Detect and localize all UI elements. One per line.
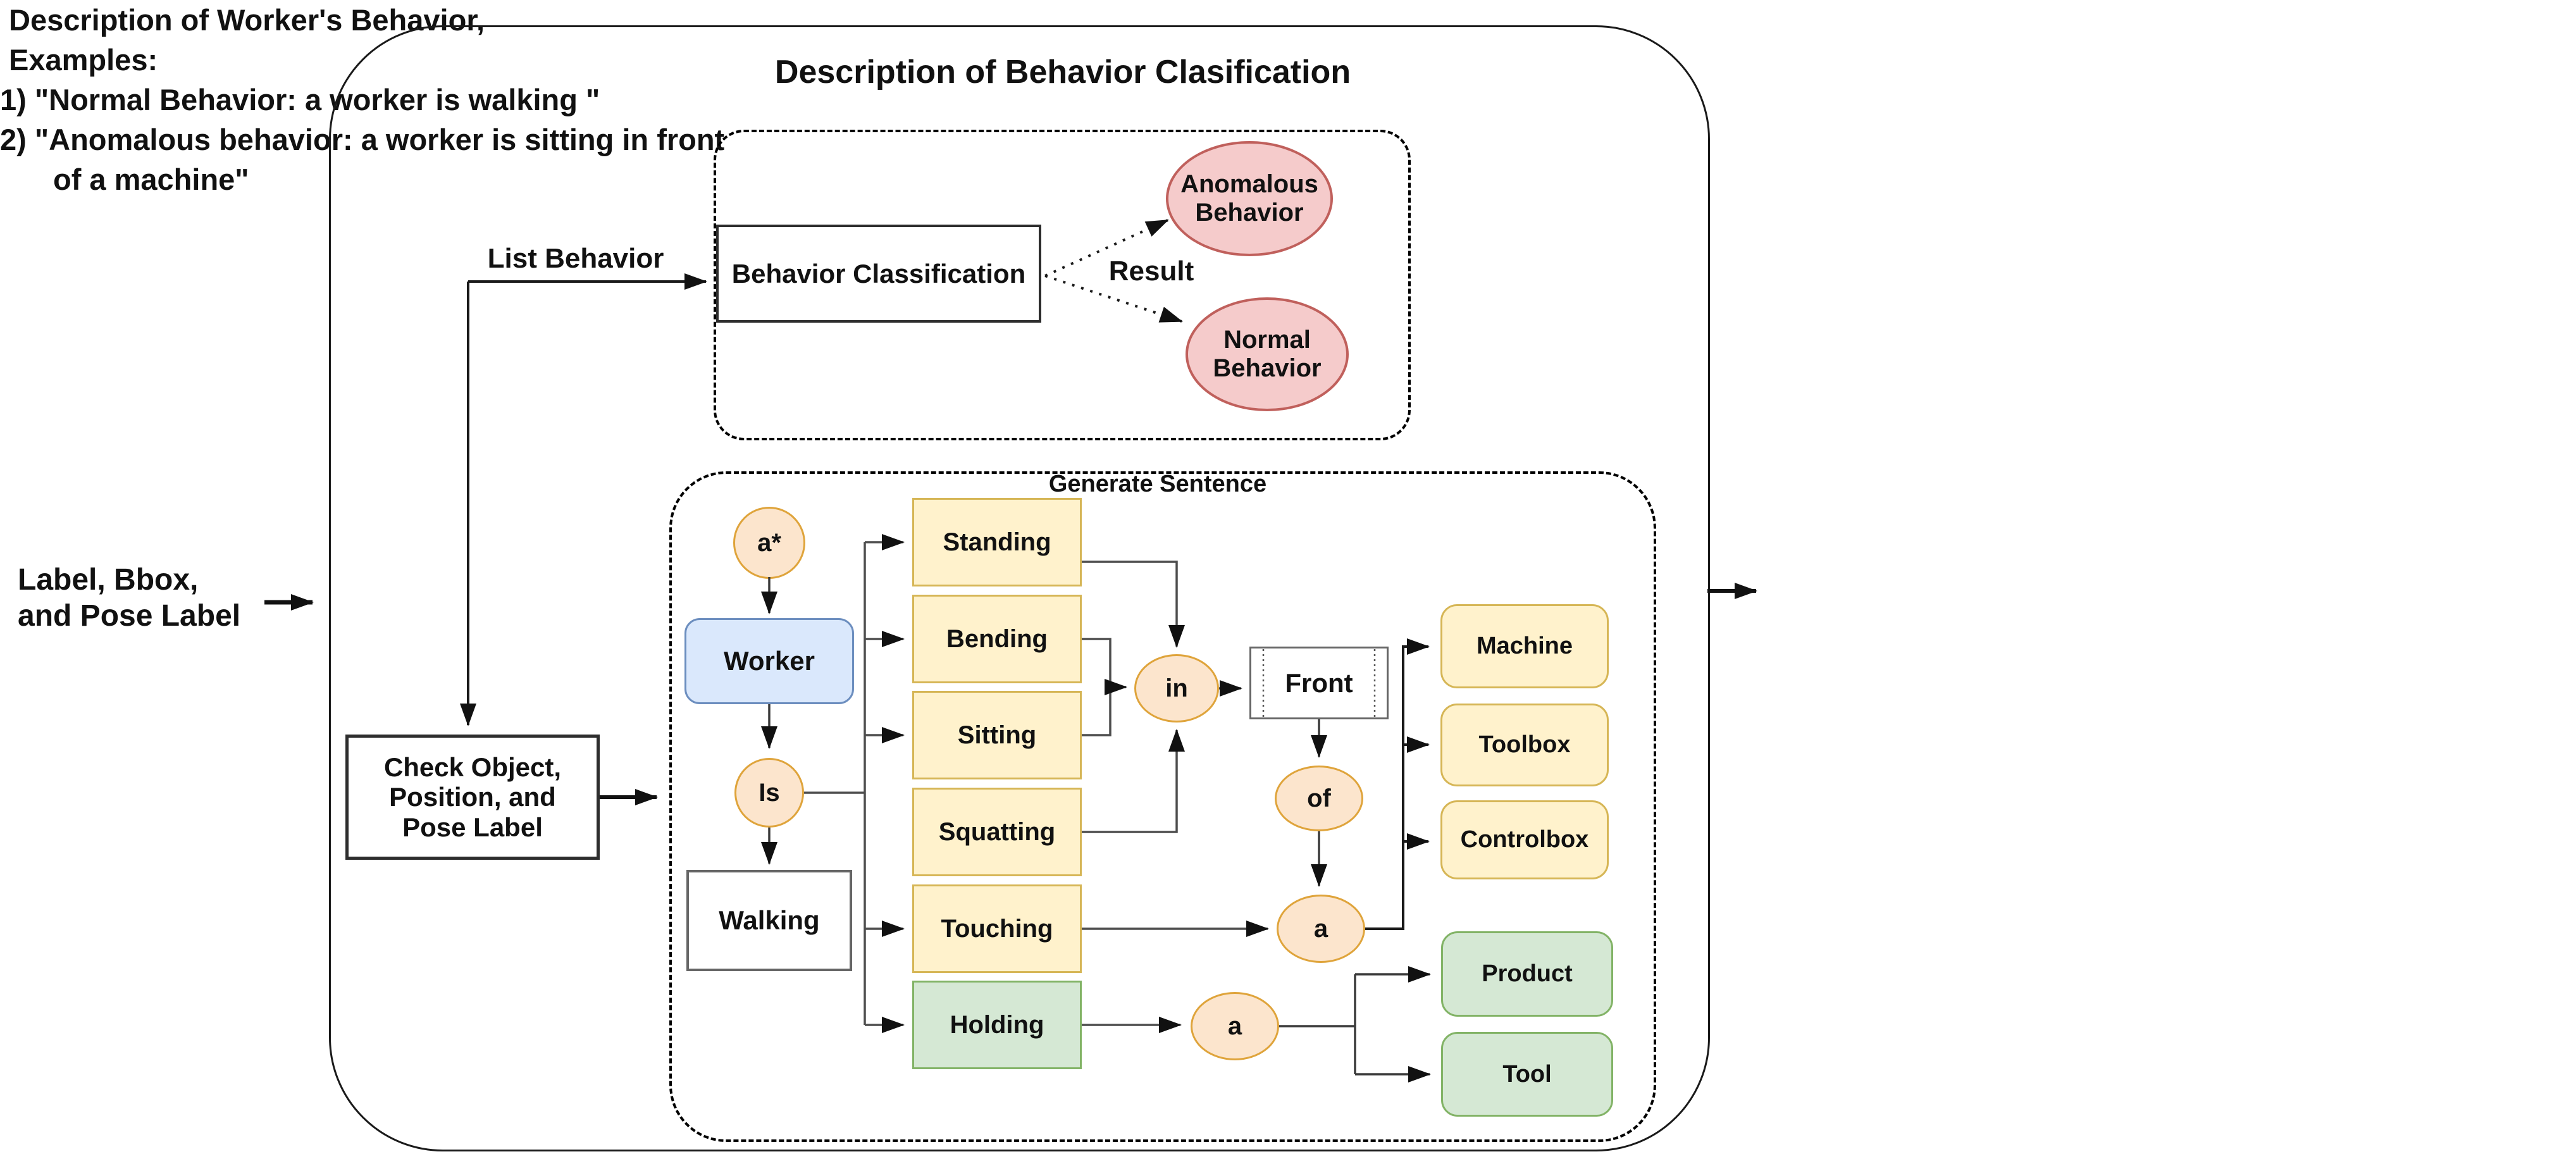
- object-tool: Tool: [1441, 1032, 1613, 1117]
- outer-container: [329, 25, 1710, 1151]
- behavior-touching: Touching: [912, 884, 1082, 973]
- check-line3: Pose Label: [402, 812, 543, 842]
- article-a2-node: a: [1191, 992, 1279, 1060]
- behavior-standing: Standing: [912, 498, 1082, 586]
- input-label-line1: Label, Bbox,: [18, 563, 199, 597]
- behavior-sitting: Sitting: [912, 691, 1082, 779]
- in-node: in: [1134, 654, 1219, 723]
- normal-line2: Behavior: [1213, 354, 1322, 382]
- walking-node: Walking: [686, 870, 852, 971]
- input-label: Label, Bbox, and Pose Label: [18, 562, 347, 634]
- check-line2: Position, and: [389, 782, 556, 812]
- object-controlbox: Controlbox: [1440, 800, 1609, 879]
- anomalous-behavior-node: Anomalous Behavior: [1166, 141, 1333, 256]
- is-node: Is: [734, 758, 804, 828]
- output-line2: Examples:: [9, 43, 158, 77]
- behavior-squatting: Squatting: [912, 788, 1082, 876]
- object-product: Product: [1441, 931, 1613, 1017]
- behavior-classification-node: Behavior Classification: [716, 225, 1041, 323]
- front-node: Front: [1249, 647, 1389, 719]
- normal-behavior-node: Normal Behavior: [1186, 297, 1349, 411]
- list-behavior-label: List Behavior: [487, 243, 664, 274]
- object-toolbox: Toolbox: [1440, 704, 1609, 786]
- behavior-holding: Holding: [912, 981, 1082, 1069]
- input-label-line2: and Pose Label: [18, 599, 241, 633]
- output-description: Description of Worker's Behavior, Exampl…: [0, 0, 807, 199]
- a-star-node: a*: [733, 507, 805, 579]
- anomalous-line1: Anomalous: [1180, 170, 1318, 199]
- anomalous-line2: Behavior: [1195, 199, 1304, 226]
- normal-line1: Normal: [1223, 326, 1311, 354]
- output-line3: 1) "Normal Behavior: a worker is walking…: [0, 83, 600, 116]
- check-line1: Check Object,: [383, 752, 562, 783]
- diagram-title: Description of Behavior Clasification: [774, 54, 1351, 90]
- behavior-classification-group: [714, 130, 1411, 440]
- generate-sentence-group: [669, 471, 1656, 1142]
- check-object-node: Check Object, Position, and Pose Label: [345, 735, 600, 860]
- of-node: of: [1275, 766, 1363, 831]
- output-line5: of a machine": [53, 163, 249, 196]
- behavior-bending: Bending: [912, 595, 1082, 683]
- article-a1-node: a: [1277, 895, 1365, 963]
- generate-sentence-label: Generate Sentence: [1048, 471, 1267, 497]
- object-machine: Machine: [1440, 604, 1609, 688]
- worker-node: Worker: [684, 618, 854, 704]
